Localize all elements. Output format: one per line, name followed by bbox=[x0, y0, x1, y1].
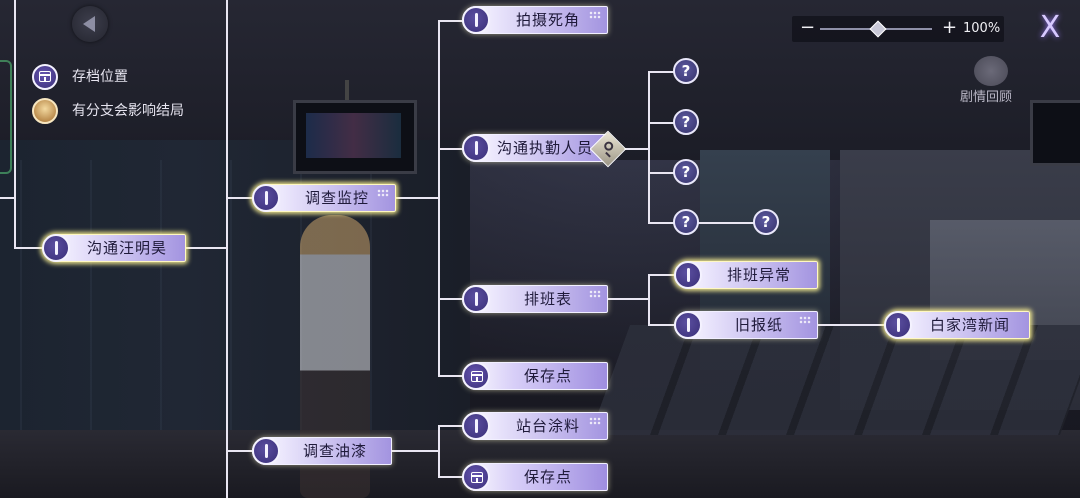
node-label: 沟通执勤人员 bbox=[496, 139, 593, 157]
node-label: 排班表 bbox=[523, 290, 572, 308]
save-point-icon bbox=[462, 463, 490, 491]
legend-label: 存档位置 bbox=[72, 69, 128, 85]
tree-line bbox=[648, 274, 674, 276]
save-location-icon bbox=[32, 64, 58, 90]
node-dots bbox=[377, 189, 389, 197]
tree-line bbox=[606, 298, 648, 300]
tree-line bbox=[226, 197, 254, 199]
node-label: 站台涂料 bbox=[515, 417, 580, 435]
node-label: 保存点 bbox=[523, 468, 572, 486]
node-jiubaozhi[interactable]: 旧报纸 bbox=[674, 311, 818, 339]
tree-line bbox=[14, 0, 16, 248]
node-diaocha-jiankong[interactable]: 调查监控 bbox=[252, 184, 396, 212]
node-goutong-zhiqin[interactable]: 沟通执勤人员 bbox=[462, 134, 608, 162]
node-zhantai-tuliao[interactable]: 站台涂料 bbox=[462, 412, 608, 440]
tree-line bbox=[648, 71, 674, 73]
tree-line bbox=[648, 324, 674, 326]
tree-line bbox=[226, 450, 254, 452]
locked-node-unknown[interactable]: ? bbox=[673, 58, 699, 84]
locked-node-unknown[interactable]: ? bbox=[753, 209, 779, 235]
node-label: 调查油漆 bbox=[302, 442, 367, 460]
branch-marker-icon bbox=[674, 261, 702, 289]
story-review-label: 剧情回顾 bbox=[960, 90, 1013, 105]
node-dots bbox=[799, 316, 811, 324]
side-panel-edge bbox=[0, 60, 12, 174]
locked-node-unknown[interactable]: ? bbox=[673, 109, 699, 135]
branch-marker-icon bbox=[252, 437, 280, 465]
tree-line bbox=[648, 172, 674, 174]
tree-line bbox=[438, 20, 440, 376]
locked-node-unknown[interactable]: ? bbox=[673, 209, 699, 235]
node-save-point-1[interactable]: 保存点 bbox=[462, 362, 608, 390]
node-goutong-wangminghao[interactable]: 沟通汪明昊 bbox=[42, 234, 186, 262]
node-save-point-2[interactable]: 保存点 bbox=[462, 463, 608, 491]
zoom-slider-thumb[interactable] bbox=[869, 20, 887, 38]
tree-line bbox=[396, 197, 438, 199]
save-point-icon bbox=[462, 362, 490, 390]
tree-line bbox=[438, 375, 464, 377]
tree-line bbox=[438, 425, 464, 427]
tree-line bbox=[0, 197, 14, 199]
tree-line bbox=[438, 298, 464, 300]
zoom-in-button[interactable]: + bbox=[942, 17, 958, 38]
ceiling-monitor bbox=[293, 100, 417, 174]
node-label: 白家湾新闻 bbox=[929, 316, 1010, 334]
node-label: 旧报纸 bbox=[734, 316, 783, 334]
locked-node-unknown[interactable]: ? bbox=[673, 159, 699, 185]
monitor-pole bbox=[345, 80, 349, 102]
branch-marker-icon bbox=[252, 184, 280, 212]
tree-line bbox=[818, 324, 886, 326]
tree-line bbox=[14, 247, 44, 249]
node-diaocha-youqi[interactable]: 调查油漆 bbox=[252, 437, 392, 465]
node-label: 保存点 bbox=[523, 367, 572, 385]
node-dots bbox=[589, 11, 601, 19]
tree-line bbox=[438, 476, 464, 478]
branch-marker-icon bbox=[884, 311, 912, 339]
node-label: 调查监控 bbox=[304, 189, 369, 207]
node-paiban-yichang[interactable]: 排班异常 bbox=[674, 261, 818, 289]
back-arrow-icon[interactable] bbox=[72, 6, 108, 42]
branch-marker-icon bbox=[462, 6, 490, 34]
node-paishe-sijiao[interactable]: 拍摄死角 bbox=[462, 6, 608, 34]
tree-line bbox=[226, 0, 228, 498]
tree-line bbox=[648, 122, 674, 124]
ceiling-monitor-right bbox=[1030, 100, 1080, 166]
node-label: 拍摄死角 bbox=[515, 11, 580, 29]
node-baijiawan-xinwen[interactable]: 白家湾新闻 bbox=[884, 311, 1030, 339]
legend-label: 有分支会影响结局 bbox=[72, 103, 184, 119]
waiting-seats bbox=[589, 325, 1080, 435]
tree-line bbox=[392, 450, 438, 452]
tree-line bbox=[620, 148, 648, 150]
story-review-button[interactable]: 剧情回顾 bbox=[960, 56, 1020, 106]
tree-line bbox=[698, 222, 754, 224]
zoom-out-button[interactable]: − bbox=[800, 17, 816, 38]
node-dots bbox=[589, 417, 601, 425]
tree-line bbox=[648, 71, 650, 223]
branch-marker-icon bbox=[42, 234, 70, 262]
node-paibanbiao[interactable]: 排班表 bbox=[462, 285, 608, 313]
branch-marker-icon bbox=[462, 134, 490, 162]
tree-line bbox=[438, 148, 464, 150]
branch-marker-icon bbox=[462, 412, 490, 440]
branch-marker-icon bbox=[674, 311, 702, 339]
tree-line bbox=[648, 274, 650, 324]
zoom-level: 100% bbox=[963, 21, 1001, 36]
story-review-icon bbox=[974, 56, 1008, 86]
tree-line bbox=[186, 247, 226, 249]
branch-ending-icon bbox=[32, 98, 58, 124]
close-button[interactable]: X bbox=[1039, 10, 1061, 45]
node-label: 排班异常 bbox=[726, 266, 791, 284]
node-label: 沟通汪明昊 bbox=[86, 239, 167, 257]
node-dots bbox=[589, 290, 601, 298]
branch-marker-icon bbox=[462, 285, 490, 313]
tree-line bbox=[648, 222, 674, 224]
tree-line bbox=[438, 425, 440, 476]
zoom-control: − + 100% bbox=[792, 16, 1004, 42]
tree-line bbox=[438, 20, 464, 22]
